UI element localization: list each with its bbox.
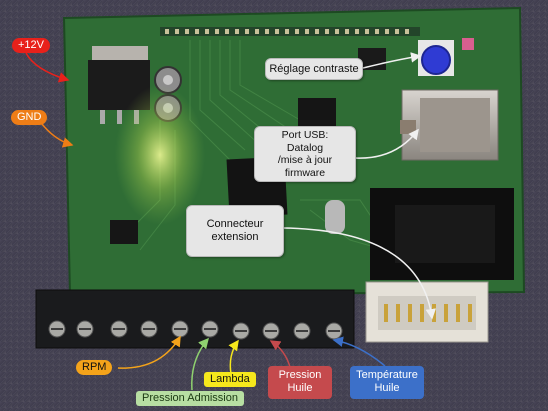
voltage-regulator bbox=[88, 46, 150, 124]
arrow-lambda bbox=[228, 339, 239, 375]
label-oil-temperature: Température Huile bbox=[350, 366, 424, 399]
label-gnd: GND bbox=[11, 110, 48, 125]
contrast-potentiometer bbox=[418, 38, 474, 76]
arrow-usb bbox=[354, 128, 419, 159]
chip-small bbox=[110, 220, 138, 244]
label-extension: Connecteur extension bbox=[186, 205, 284, 257]
arrow-12v bbox=[25, 52, 70, 83]
label-rpm: RPM bbox=[76, 360, 113, 375]
label-lambda: Lambda bbox=[204, 372, 256, 387]
usb-line-2: Datalog bbox=[286, 141, 324, 154]
extension-line-2: extension bbox=[211, 231, 259, 243]
oil-pressure-line-2: Huile bbox=[287, 382, 313, 394]
usb-line-1: Port USB: bbox=[281, 129, 329, 141]
screw-terminal-block bbox=[35, 289, 355, 349]
top-pin-header bbox=[160, 27, 420, 36]
chip-top bbox=[298, 98, 336, 126]
label-contrast: Réglage contraste bbox=[265, 58, 363, 80]
arrow-rpm bbox=[117, 335, 181, 369]
arrow-oil-temp bbox=[332, 336, 386, 367]
usb-connector bbox=[400, 89, 499, 161]
oil-pressure-line-1: Pression bbox=[278, 369, 322, 381]
label-boost-pressure: Pression Admission bbox=[136, 391, 244, 406]
arrow-oil-pressure bbox=[269, 340, 291, 368]
arrow-gnd bbox=[41, 123, 74, 148]
rj-connector bbox=[370, 188, 514, 280]
usb-line-4: firmware bbox=[284, 166, 326, 179]
label-12v: +12V bbox=[12, 38, 50, 53]
oil-temp-line-2: Huile bbox=[374, 382, 400, 394]
label-oil-pressure: Pression Huile bbox=[268, 366, 332, 399]
extension-line-1: Connecteur bbox=[206, 218, 264, 230]
arrow-admission bbox=[191, 337, 209, 391]
arrow-contrast bbox=[362, 52, 422, 69]
oil-temp-line-1: Température bbox=[356, 369, 418, 381]
usb-line-3: /mise à jour bbox=[277, 154, 333, 166]
arrow-extension bbox=[282, 227, 436, 320]
idc-connector bbox=[365, 281, 489, 343]
label-usb-port: Port USB: Datalog /mise à jour firmware bbox=[254, 126, 356, 182]
crystal bbox=[325, 200, 345, 234]
led-glow bbox=[115, 85, 205, 225]
